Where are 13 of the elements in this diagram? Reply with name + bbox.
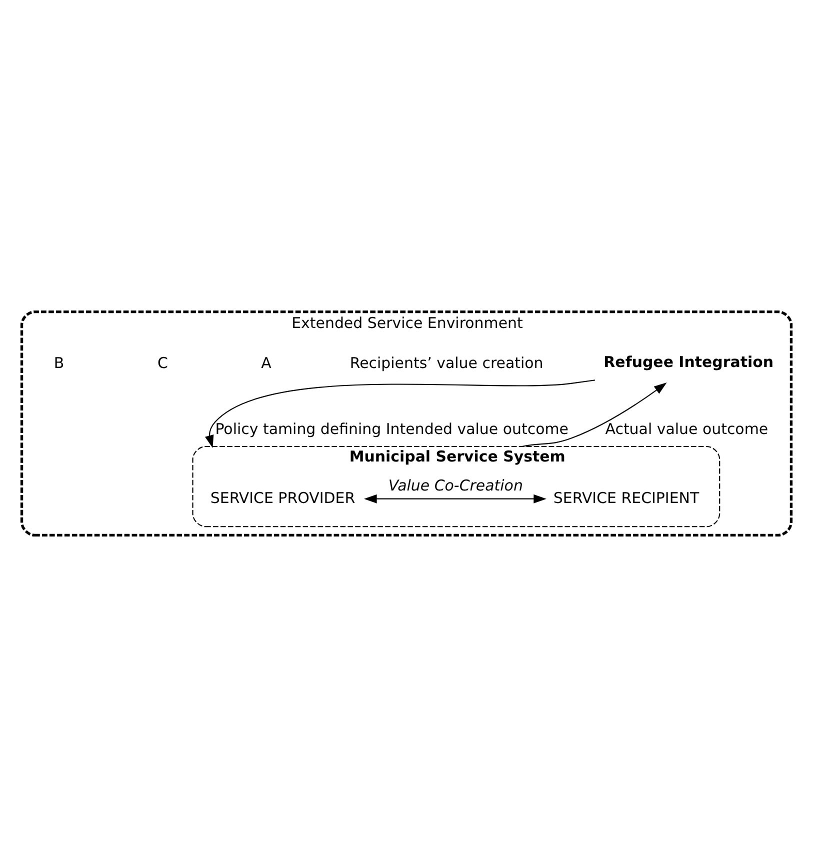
node-text: Refugee Integration (604, 353, 774, 372)
edge-label: Actual value outcome (605, 420, 768, 438)
label: C (158, 354, 168, 372)
arrow (364, 494, 546, 504)
label: Recipients’ value creation (350, 354, 544, 372)
edge-label: Value Co-Creation (388, 476, 523, 495)
label: A (261, 354, 272, 372)
arrow (522, 382, 667, 447)
label: B (54, 354, 64, 372)
arrow (204, 380, 596, 448)
node-text: SERVICE RECIPIENT (553, 488, 700, 507)
edge-label: Policy taming defining Intended value outcome (215, 420, 569, 438)
node-text: SERVICE PROVIDER (210, 488, 356, 507)
